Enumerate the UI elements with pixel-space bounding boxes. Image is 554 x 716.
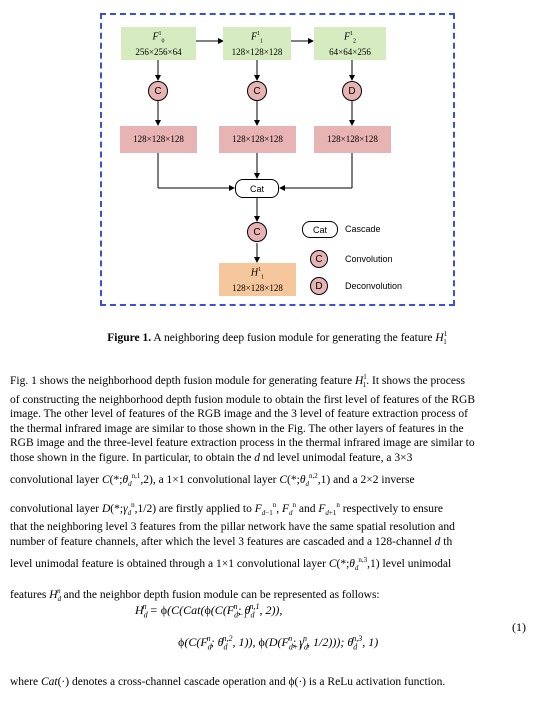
cascade-node: Cat (235, 179, 279, 198)
feature-name: H11 (250, 266, 265, 281)
where-clause: where Cat(·) denotes a cross-channel cas… (10, 676, 446, 688)
text-line: of constructing the neighborhood depth f… (10, 393, 476, 406)
equation-line-2: ϕ(C(Fdn; θdn,2, 1)), ϕ(D(Fd+1n; γdn, 1/2… (178, 634, 379, 652)
caption-label: Figure 1. (107, 331, 152, 344)
caption-text: A neighboring deep fusion module for gen… (151, 331, 436, 344)
feature-box-f1: F11 128×128×128 (223, 27, 291, 60)
figure-arrows (155, 38, 355, 263)
aligned-feature-box: 128×128×128 (219, 126, 296, 153)
text-line: convolutional layer D(*;γdn,1/2) are fir… (10, 500, 443, 517)
equation-number: (1) (512, 620, 526, 634)
deconvolution-op: D (342, 81, 362, 101)
legend-deconvolution-label: Deconvolution (345, 281, 403, 291)
equation-line-1: Hdn = ϕ(C(Cat(ϕ(C(Fd−1n; θdn,1, 2)), (135, 602, 283, 620)
text-line: level unimodal feature is obtained throu… (10, 556, 452, 573)
legend-convolution-symbol: C (310, 250, 328, 268)
aligned-feature-box: 128×128×128 (120, 126, 197, 153)
text-line: that the neighboring level 3 features fr… (10, 521, 455, 534)
legend-deconvolution-symbol: D (310, 277, 328, 295)
text-line: those shown in the figure. In particular… (10, 451, 413, 464)
output-feature-box: H11 128×128×128 (219, 263, 296, 296)
aligned-feature-box: 128×128×128 (314, 126, 391, 153)
feature-dims: 128×128×128 (231, 47, 283, 58)
feature-dims: 128×128×128 (232, 283, 283, 294)
feature-dims: 256×256×64 (135, 47, 182, 58)
feature-name: F10 (152, 30, 165, 45)
legend-convolution-label: Convolution (345, 254, 393, 264)
convolution-op: C (148, 81, 168, 101)
text-line: image. The other level of features of th… (10, 408, 469, 421)
text-line: features Hdn and the neighbor depth fusi… (10, 587, 380, 604)
feature-name: F12 (343, 30, 357, 45)
text-line: number of feature channels, after which … (10, 535, 453, 548)
text-line: the thermal infrared image are similar t… (10, 422, 464, 435)
figure-caption: Figure 1. A neighboring deep fusion modu… (107, 330, 448, 347)
text-line: convolutional layer C(*;θdn,1,2), a 1×1 … (10, 472, 415, 489)
feature-box-f2: F12 64×64×256 (314, 27, 386, 60)
text-line: RGB image and the three-level feature ex… (10, 437, 475, 450)
feature-name: F11 (250, 30, 264, 45)
figure-frame (100, 13, 455, 306)
feature-dims: 64×64×256 (329, 47, 371, 58)
legend-cascade-symbol: Cat (302, 221, 338, 238)
convolution-op: C (247, 81, 267, 101)
legend-cascade-label: Cascade (345, 224, 381, 234)
text-line: Fig. 1 shows the neighborhood depth fusi… (10, 373, 465, 390)
body-paragraph: Fig. 1 shows the neighborhood depth fusi… (10, 370, 546, 607)
convolution-op: C (247, 222, 267, 242)
feature-box-f0: F10 256×256×64 (121, 27, 196, 60)
